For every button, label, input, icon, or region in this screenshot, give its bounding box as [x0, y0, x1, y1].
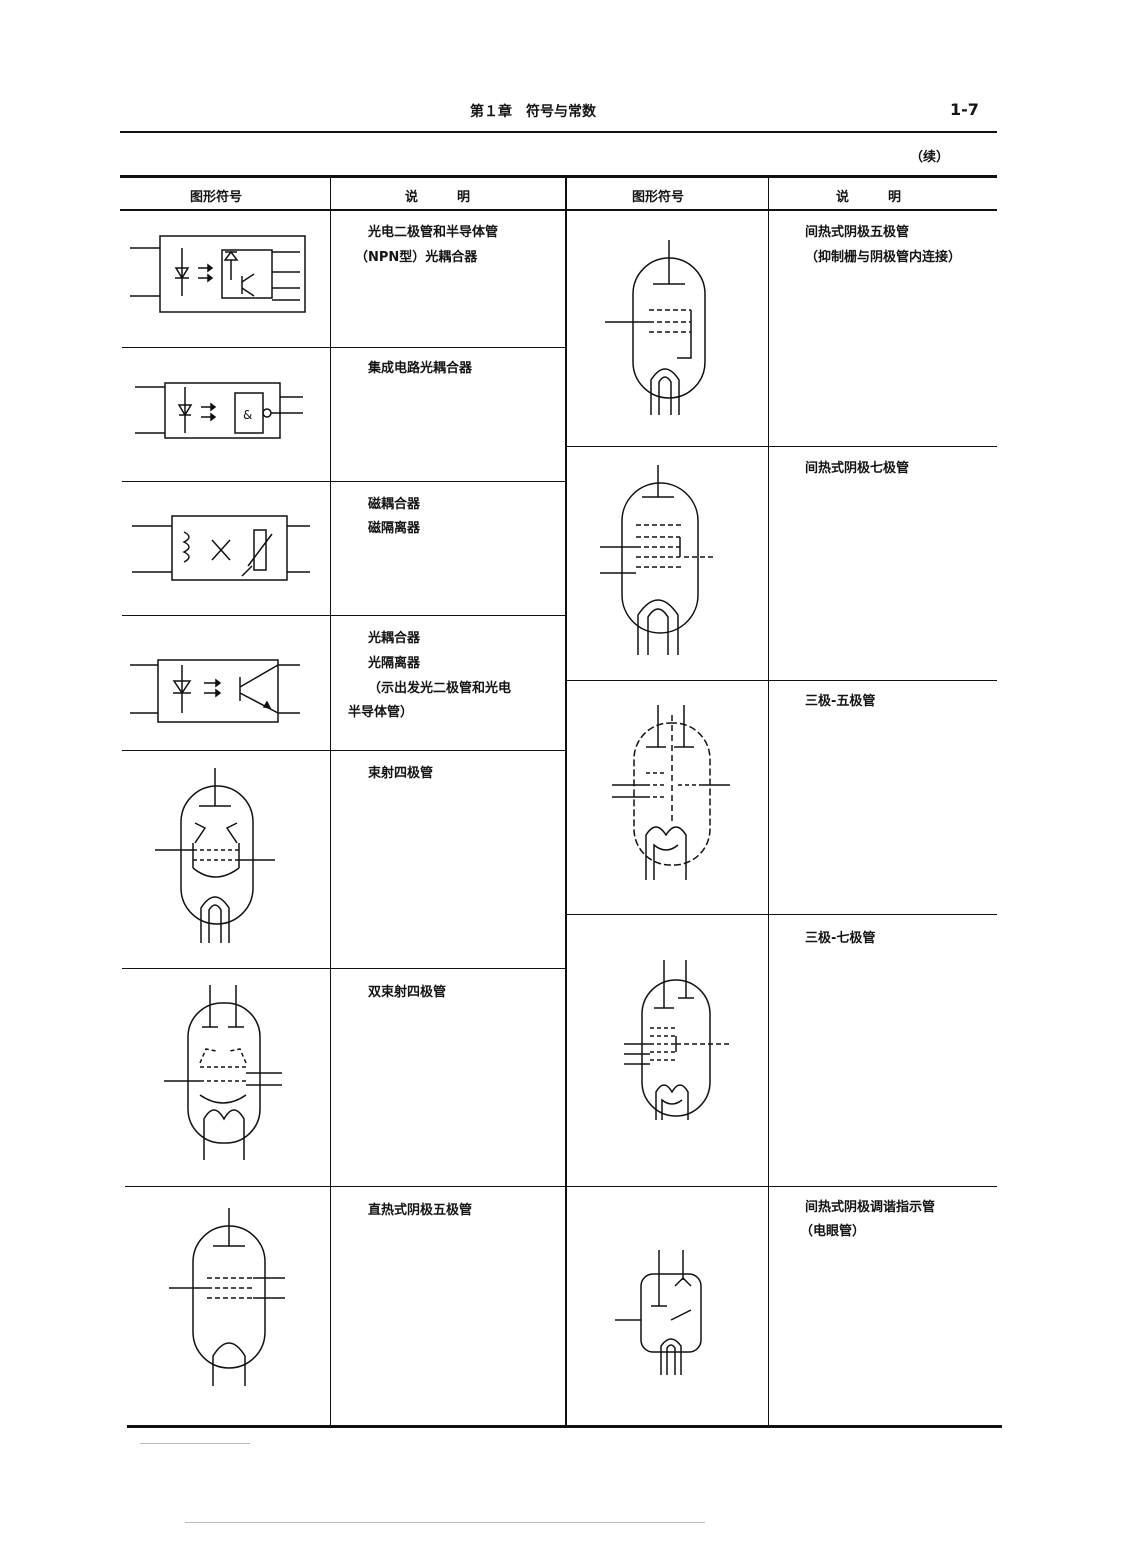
desc-line: 直热式阴极五极管	[368, 1203, 473, 1218]
col-header-symbol-left: 图形符号	[190, 190, 243, 205]
desc-line: 光耦合器	[368, 631, 421, 646]
desc-line: 间热式阴极七极管	[805, 461, 910, 476]
chapter-title: 第１章 符号与常数	[470, 104, 596, 120]
left-row-rule	[122, 750, 565, 751]
header-rule	[120, 131, 997, 133]
desc-line: 光电二极管和半导体管	[368, 225, 499, 240]
right-row-rule	[567, 446, 997, 447]
desc-line: （抑制栅与阴极管内连接）	[805, 250, 962, 265]
optocoupler-isolator-icon	[130, 655, 310, 730]
column-divider-center	[565, 178, 567, 1425]
beam-tetrode-icon	[155, 768, 285, 948]
table-header-rule	[120, 209, 997, 211]
left-row-rule	[125, 1186, 565, 1187]
dual-beam-tetrode-icon	[160, 985, 290, 1165]
desc-line: 磁隔离器	[368, 521, 421, 536]
tuning-indicator-tube-icon	[615, 1250, 715, 1380]
right-row-rule	[567, 680, 997, 681]
continued-label: （续）	[910, 150, 950, 165]
right-row-rule	[567, 914, 997, 915]
ic-photocoupler-icon: &	[135, 375, 305, 445]
left-row-rule	[122, 481, 565, 482]
scan-rule	[185, 1522, 705, 1523]
left-row-rule	[122, 347, 565, 348]
direct-heated-pentode-icon	[165, 1208, 290, 1388]
column-divider-1	[330, 178, 331, 1425]
desc-line: （示出发光二极管和光电	[368, 681, 512, 696]
right-row-rule	[567, 1186, 997, 1187]
col-header-symbol-right: 图形符号	[632, 190, 685, 205]
desc-line: 光隔离器	[368, 656, 421, 671]
left-row-rule	[122, 615, 565, 616]
desc-line: 磁耦合器	[368, 497, 421, 512]
svg-text:&: &	[243, 408, 252, 422]
table-top-rule	[120, 175, 997, 178]
desc-line: （NPN型）光耦合器	[355, 250, 478, 265]
scan-rule	[140, 1443, 250, 1444]
desc-line: 半导体管）	[348, 705, 414, 720]
desc-line: （电眼管）	[800, 1224, 866, 1239]
triode-pentode-icon	[610, 705, 735, 885]
desc-line: 三极-七极管	[805, 931, 876, 946]
page-number: 1-7	[950, 100, 979, 119]
indirect-heated-heptode-icon	[600, 465, 725, 655]
col-header-desc-left: 说 明	[405, 190, 471, 205]
left-row-rule	[122, 968, 565, 969]
col-header-desc-right: 说 明	[836, 190, 902, 205]
table-bottom-rule	[127, 1425, 1002, 1428]
photocoupler-npn-icon	[130, 228, 310, 318]
desc-line: 束射四极管	[368, 766, 434, 781]
column-divider-3	[768, 178, 769, 1425]
desc-line: 集成电路光耦合器	[368, 361, 473, 376]
desc-line: 三极-五极管	[805, 694, 876, 709]
desc-line: 间热式阴极调谐指示管	[805, 1200, 936, 1215]
magnetic-coupler-icon	[132, 514, 312, 584]
desc-line: 双束射四极管	[368, 985, 447, 1000]
indirect-heated-pentode-icon	[605, 240, 725, 420]
desc-line: 间热式阴极五极管	[805, 225, 910, 240]
triode-heptode-icon	[620, 960, 735, 1140]
